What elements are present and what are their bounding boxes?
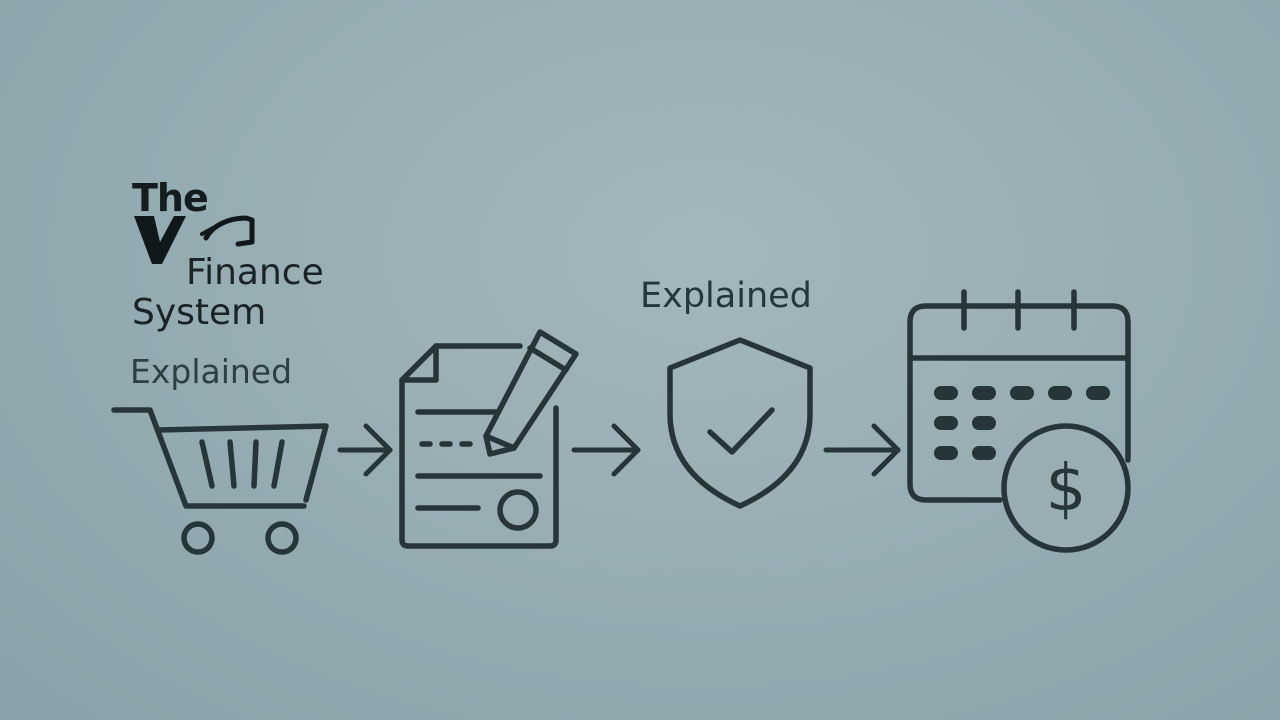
calendar-day-dot xyxy=(934,446,958,460)
calendar-dollar-icon: $ xyxy=(907,289,1131,553)
shield-check-icon xyxy=(667,337,813,509)
calendar-day-dot xyxy=(972,446,996,460)
calendar-day-dot xyxy=(1086,386,1110,400)
v-checkmark-logo-icon xyxy=(134,215,255,264)
title-line-the: The xyxy=(132,176,209,220)
signed-document-icon xyxy=(399,329,579,549)
arrow-right-icon xyxy=(337,423,393,477)
title-line-system: System xyxy=(132,292,267,333)
calendar-day-dot xyxy=(972,386,996,400)
explained-label-left: Explained xyxy=(130,352,293,391)
arrow-right-icon xyxy=(823,423,901,477)
calendar-day-dot xyxy=(934,386,958,400)
explained-label-middle: Explained xyxy=(640,276,812,316)
diagram-title: The Finance System xyxy=(132,176,372,336)
coin-circle xyxy=(1001,423,1131,553)
calendar-day-dot xyxy=(972,416,996,430)
calendar-day-dot xyxy=(1010,386,1034,400)
shopping-cart-icon xyxy=(111,407,329,555)
calendar-day-dot xyxy=(934,416,958,430)
arrow-right-icon xyxy=(571,423,641,477)
dollar-sign-icon: $ xyxy=(1046,452,1087,526)
calendar-day-dot xyxy=(1048,386,1072,400)
title-line-finance: Finance xyxy=(186,252,324,293)
